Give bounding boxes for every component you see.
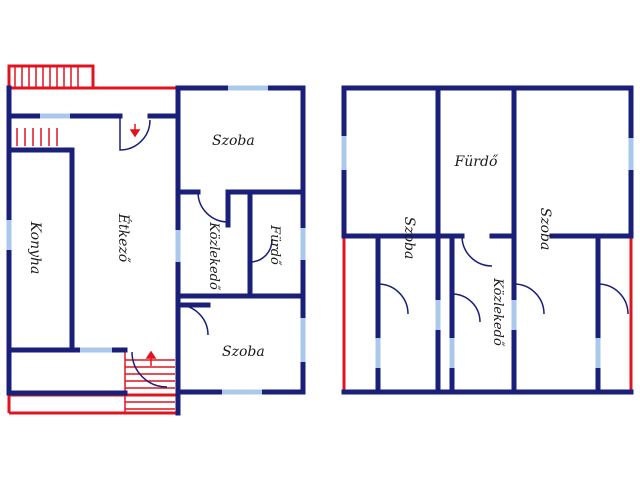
label-szoba-top: Szoba: [212, 133, 255, 149]
entrance-arrows: [129, 124, 157, 366]
ground-floor-windows: [6, 85, 306, 395]
arrow-down-icon: [129, 124, 141, 138]
upper-floor-walls: [341, 85, 634, 395]
terrace-bottom: [7, 352, 180, 415]
label-etkezo: Étkező: [115, 213, 133, 264]
inner-stairs: [16, 128, 58, 146]
ground-floor-doors: [119, 116, 273, 388]
arrow-up-icon: [145, 350, 157, 366]
terrace-top: [7, 64, 178, 90]
upper-floor-doors: [377, 235, 629, 323]
label-szoba-bottom: Szoba: [222, 344, 265, 360]
label-szoba-right: Szoba: [537, 208, 553, 251]
label-furdo-upper: Fürdő: [454, 154, 499, 170]
upper-floor-plan: Szoba Fürdő Szoba Közlekedő: [341, 85, 634, 395]
label-kozlekedo-upper: Közlekedő: [490, 277, 505, 347]
label-szoba-left: Szoba: [401, 217, 417, 260]
ground-floor-plan: Szoba Konyha Étkező Közlekedő Fürdő Szob…: [6, 64, 306, 416]
ground-floor-walls: [6, 85, 306, 416]
label-furdo: Fürdő: [267, 224, 282, 266]
upper-floor-windows: [341, 136, 634, 368]
label-kozlekedo: Közlekedő: [206, 221, 221, 291]
label-konyha: Konyha: [27, 221, 43, 275]
